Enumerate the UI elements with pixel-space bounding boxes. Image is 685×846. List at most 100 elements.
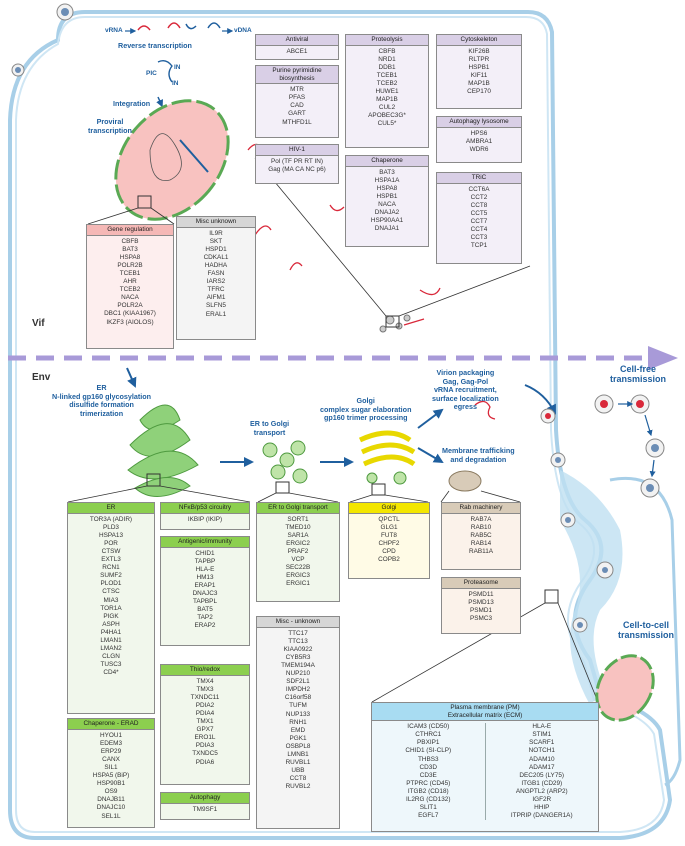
gene-item: CEP170 [467,88,491,96]
gene-item: IARS2 [206,278,226,286]
membrane-line-2: and degradation [450,454,507,464]
gene-item: CYB5R3 [285,653,311,661]
gene-item: CLGN [102,653,120,661]
virion-line-1: Virion packaging [436,368,495,377]
golgi-process-line-1: Golgi [356,396,375,405]
gene-item: CUL2 [378,104,396,112]
autophagy-list: TM9SF1 [161,804,249,814]
gene-item: AHR [123,278,137,286]
virion-icon [11,3,74,77]
gene-item: PSMC3 [469,614,493,622]
purine-title: Purine pyrimidine biosynthesis [256,66,338,85]
gene_regulation-title: Gene regulation [87,225,173,236]
gene-item: TUSC3 [100,661,122,669]
gene-item: NACA [378,200,396,208]
gene-item: TMX4 [196,677,214,685]
antiviral-title: Antiviral [256,35,338,46]
gene-item: HYOU1 [99,731,123,739]
gene-item: IL2RG (CD132) [406,796,451,804]
er-organelle [127,404,199,497]
gene-item: C16orf58 [284,694,312,702]
gene-item: TTC17 [288,629,308,637]
er-process-line-3: disulfide formation [69,400,134,409]
in-label-1: IN [174,64,181,71]
gene-item: ERGIC1 [286,580,310,588]
membrane-line-1: Membrane trafficking [442,446,515,455]
gene-item: IGF2R [532,796,552,804]
gene-item: CHID1 [195,549,215,557]
gene-item: MTHFD1L [282,118,312,126]
gene-item: MAP1B [468,79,490,87]
gene-item: LMAN1 [100,637,122,644]
gene-item: SORT1 [287,515,309,523]
gene-item: SDF2L1 [286,678,310,686]
cell-to-cell-line-1: Cell-to-cell [623,620,670,630]
gene-item: OS9 [104,788,118,796]
gene-item: DBC1 (KIAA1967) [104,310,156,318]
gene-item: AMBRA1 [465,137,493,145]
gene-item: RLTPR [468,55,490,63]
er-to-golgi-line-1: ER to Golgi [250,419,290,428]
gene-item: CAD [290,102,304,110]
virion-line-5: egress [453,402,477,411]
hiv1-title: HIV-1 [256,145,338,156]
nfkb-list: IKBIP (IKIP) [161,514,249,524]
antiviral-list: ABCE1 [256,46,338,56]
gene-item: CUL5* [377,120,397,128]
gene-item: EMD [290,726,306,734]
gene-item: ERAP2 [194,622,216,630]
gene-item: TAPBPL [192,598,218,606]
hiv1-list: Pol (TF PR RT IN)Gag (MA CA NC p6) [256,156,338,174]
golgi-process-line-3: gp160 trimer processing [323,413,408,422]
gene-item: HLA-E [195,565,215,573]
gene-item: POLR2B [117,261,143,269]
gene-item: MTR [290,86,304,94]
gene-item: PSMD13 [468,598,494,606]
gene-item: KIF26B [468,47,490,55]
virion-line-3: vRNA recruitment, [433,385,497,394]
gene-item: ITPRIP (DANGER1A) [510,812,573,820]
gene-item: MIA3 [103,596,119,604]
gene-item: CCT2 [470,193,488,201]
er-to-golgi-line-2: transport [253,427,286,437]
proviral-line-2: transcription [88,125,132,135]
gene-item: RCN1 [102,564,120,572]
gene-item: IKBIP (IKIP) [187,515,223,523]
gene-item: TMEM194A [281,661,315,669]
gene-item: OSBPL8 [285,742,311,750]
cell-free-transmission-label: Cell-free transmission [610,364,666,384]
cell-to-cell-line-2: transmission [618,630,675,640]
gene-item: STIM1 [532,731,552,739]
er-process-line-4: trimerization [79,408,124,418]
gene-item: TUFM [289,702,307,710]
gene-item: HSPA8 [119,253,141,261]
gene-item: HSP90B1 [96,780,126,788]
target-cell-nucleus [595,654,655,722]
gene-item: TXNDC5 [192,750,218,758]
gene-item: CBFB [121,237,139,245]
gene-item: TTC13 [288,637,308,645]
endosome [448,470,482,492]
gene-item: RAB14 [470,539,492,547]
virion-packaging-label: Virion packaging Gag, Gag-Pol vRNA recru… [432,368,499,412]
gene-item: HSPA8 [376,184,398,192]
gene-item: IL9R [209,229,223,237]
